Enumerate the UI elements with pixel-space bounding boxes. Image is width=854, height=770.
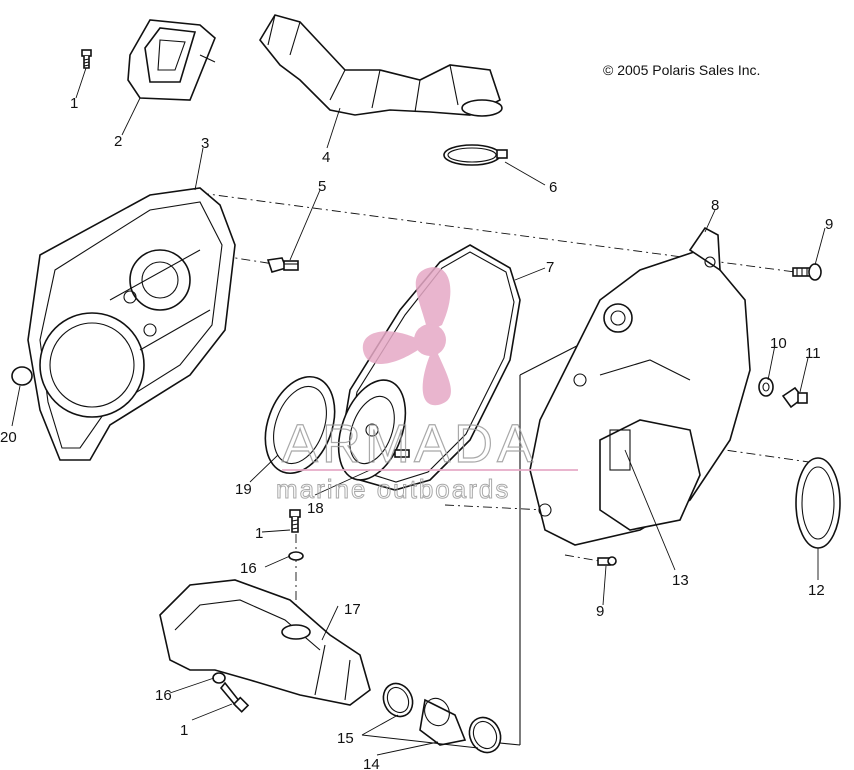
callout-2: 2 (114, 133, 122, 150)
gasket-part-12 (795, 457, 841, 549)
callout-19: 19 (235, 481, 252, 498)
propeller-blade-top (415, 267, 451, 332)
bolt-part-5 (266, 257, 299, 273)
watermark-brand: ARMADA (282, 414, 537, 474)
callout-10: 10 (770, 335, 787, 352)
bolt-part-9-right (792, 263, 822, 281)
bearing-plate-part-18 (337, 379, 410, 481)
callout-20: 20 (0, 429, 17, 446)
callout-17: 17 (344, 601, 361, 618)
washer-part-10 (758, 377, 774, 397)
callout-4: 4 (322, 149, 330, 166)
callout-1-lower: 1 (180, 722, 188, 739)
inner-cover-part-3 (27, 187, 236, 461)
callout-14: 14 (363, 756, 380, 770)
callout-1-middle: 1 (255, 525, 263, 542)
propeller-hub (414, 324, 446, 356)
screw-part-1-lower (219, 681, 250, 713)
callout-9-lower: 9 (596, 603, 604, 620)
intake-duct-part-4 (259, 14, 503, 117)
washer-part-16-middle (288, 551, 304, 561)
copyright-text: © 2005 Polaris Sales Inc. (603, 62, 760, 78)
clamp-part-6 (443, 144, 508, 166)
clamp-part-15-right (468, 716, 502, 754)
washer-part-16-lower (212, 672, 226, 684)
callout-3: 3 (201, 135, 209, 152)
propeller-blade-left (362, 331, 420, 364)
plug-part-20 (11, 366, 33, 386)
coupler-part-14 (419, 697, 467, 746)
callout-12: 12 (808, 582, 825, 599)
callout-15: 15 (337, 730, 354, 747)
callout-16-lower: 16 (155, 687, 172, 704)
outlet-duct-part-17 (159, 579, 371, 706)
leader-lines (11, 67, 826, 756)
intake-boot-part-2 (127, 19, 216, 101)
watermark-tagline: marine outboards (276, 474, 510, 504)
bolt-part-9-lower (597, 556, 617, 566)
watermark: ARMADA marine outboards (276, 267, 578, 505)
callout-13: 13 (672, 572, 689, 589)
outer-cover-part-8 (529, 226, 751, 546)
propeller-blade-bottom (422, 352, 451, 406)
screw-part-1-middle (289, 509, 301, 533)
plug-part-11 (781, 386, 808, 409)
callout-18: 18 (307, 500, 324, 517)
callout-5: 5 (318, 178, 326, 195)
screw-part-1-top (81, 49, 92, 69)
callout-8: 8 (711, 197, 719, 214)
callout-9-right: 9 (825, 216, 833, 233)
callout-6: 6 (549, 179, 557, 196)
callout-16-middle: 16 (240, 560, 257, 577)
propeller-logo-icon (362, 267, 451, 406)
callout-11: 11 (805, 345, 821, 362)
callout-1-top: 1 (70, 95, 78, 112)
callout-labels: 1 2 3 4 5 6 7 8 9 9 10 11 12 13 14 15 16… (0, 95, 833, 770)
clamp-part-15-left (382, 682, 414, 718)
seal-part-19 (264, 375, 336, 475)
callout-7: 7 (546, 259, 554, 276)
